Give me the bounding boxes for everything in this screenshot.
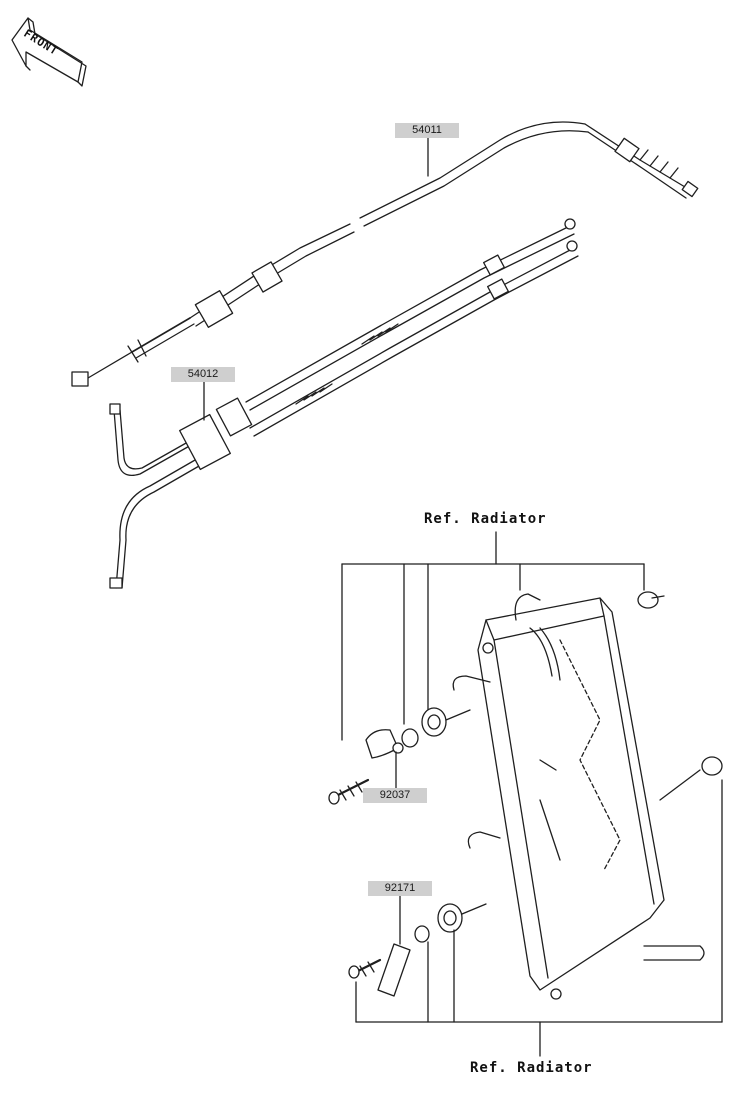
leader-lines — [203, 137, 429, 945]
ref-radiator-bottom-label: Ref. Radiator — [470, 1060, 593, 1076]
bottom-reference-bracket — [355, 779, 723, 1057]
front-arrow-icon — [11, 17, 87, 87]
part-number-92037: 92037 — [363, 788, 427, 803]
part-number-54012: 54012 — [171, 367, 235, 382]
lower-mount-hardware — [348, 756, 723, 997]
upper-mount-hardware — [328, 591, 665, 805]
ref-radiator-top-label: Ref. Radiator — [424, 511, 547, 527]
throttle-cable-lower — [109, 218, 579, 589]
radiator — [452, 593, 705, 1000]
top-reference-bracket — [341, 531, 645, 741]
part-number-54011: 54011 — [395, 123, 459, 138]
part-number-92171: 92171 — [368, 881, 432, 896]
throttle-cable-upper — [71, 121, 699, 387]
